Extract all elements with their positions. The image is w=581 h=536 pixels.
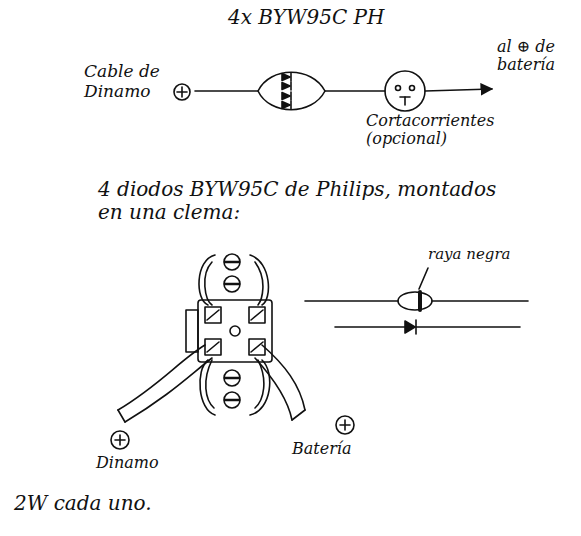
cable-label: Cable de Dinamo: [84, 62, 176, 101]
plus-terminal: [336, 416, 354, 434]
wire: [325, 90, 385, 92]
note: 4 diodos BYW95C de Philips, montados en …: [98, 178, 498, 224]
note: 2W cada uno.: [14, 492, 152, 515]
wire: [195, 90, 258, 92]
destination-label: al ⊕ de batería: [497, 38, 577, 75]
callout-label: raya negra: [428, 246, 511, 263]
terminal-block: [186, 254, 272, 415]
leader-line: [419, 268, 428, 289]
breaker-label: Cortacorrientes (opcional): [366, 112, 484, 149]
circuit-breaker-symbol: [385, 71, 425, 111]
plus-terminal: [111, 431, 129, 449]
plus-terminal: [174, 84, 190, 100]
part-number: 4x BYW95C PH: [228, 6, 384, 29]
diode-symbol: [335, 320, 520, 334]
cable: [118, 345, 305, 422]
wire-arrow: [425, 89, 492, 91]
diode-bundle: [258, 72, 325, 110]
diode-part: [305, 292, 528, 310]
cable-label: Dinamo: [96, 454, 159, 472]
cable-label: Batería: [292, 440, 352, 458]
